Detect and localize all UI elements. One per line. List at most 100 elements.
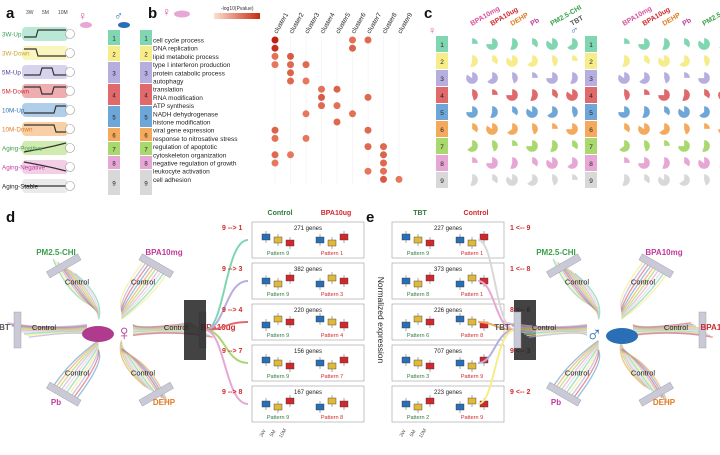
proportion-pie	[697, 71, 711, 85]
stage-label-5m: 5M	[42, 10, 49, 16]
pattern-caption: Pattern 6	[407, 333, 429, 339]
cluster-number: 7	[144, 148, 148, 154]
proportion-pie	[661, 37, 671, 51]
control-label: Control	[664, 323, 689, 332]
transition-label: 9 --> 8	[222, 389, 243, 396]
box	[455, 359, 465, 367]
cluster-number: 4	[440, 93, 444, 100]
proportion-pie	[681, 88, 691, 102]
go-term-label: cytoskeleton organization	[153, 152, 227, 159]
box	[339, 233, 349, 241]
chord-strand	[121, 273, 168, 321]
female-symbol-icon: ♀	[78, 9, 87, 23]
box	[261, 321, 271, 329]
cluster-block	[140, 46, 152, 61]
box	[339, 277, 349, 285]
chord-strand	[552, 339, 599, 387]
enrichment-dot	[287, 52, 294, 60]
cluster-number: 5	[440, 110, 444, 117]
pattern-caption: Pattern 9	[407, 251, 429, 257]
exposure-bar	[513, 311, 522, 349]
proportion-pie	[511, 105, 519, 116]
control-label: Control	[32, 323, 57, 332]
female-symbol-icon-d: ♀	[116, 320, 133, 345]
cluster-block	[108, 128, 120, 141]
cluster-block	[140, 128, 152, 141]
box	[339, 356, 349, 364]
pattern-line	[24, 86, 66, 95]
cluster-number: 2	[112, 53, 116, 59]
proportion-pie	[657, 173, 671, 187]
box	[401, 233, 411, 241]
cluster-block	[436, 155, 448, 171]
enrichment-dot	[333, 85, 341, 93]
cluster-number: 9	[589, 178, 593, 185]
enrichment-dot	[364, 93, 372, 101]
pattern-label: 5M-Up	[2, 70, 21, 77]
proportion-pie	[571, 139, 579, 150]
box	[425, 397, 435, 405]
transition-label: 9 --> 4	[222, 307, 243, 314]
proportion-pie	[637, 122, 651, 136]
chord-strand	[562, 344, 600, 394]
chord-strand	[555, 341, 599, 389]
enrichment-dot	[287, 77, 294, 85]
box	[327, 274, 337, 282]
go-term-label: lipid metabolic process	[153, 54, 220, 61]
proportion-pie	[697, 156, 711, 170]
proportion-pie	[551, 122, 559, 130]
control-label: Control	[65, 277, 90, 286]
proportion-pie	[623, 122, 631, 133]
cluster-block	[436, 36, 448, 52]
proportion-pie	[643, 139, 651, 152]
chord-strand	[564, 266, 600, 316]
proportion-pie	[509, 37, 519, 51]
proportion-pie	[641, 105, 651, 119]
proportion-pie	[511, 139, 519, 147]
exposure-bar	[13, 311, 22, 349]
enrichment-dot	[271, 36, 279, 44]
box	[327, 239, 337, 247]
mouse-icon-female-d	[82, 326, 114, 342]
chord-strand	[121, 268, 161, 317]
pattern-band	[22, 65, 68, 79]
cluster-block	[140, 62, 152, 83]
cluster-number: 1	[440, 42, 444, 49]
proportion-pie	[638, 71, 651, 85]
box	[327, 318, 337, 326]
go-term-label: NADH dehydrogenase	[153, 111, 218, 118]
chord-strand	[120, 266, 158, 316]
box	[413, 280, 423, 288]
exposure-bar	[46, 253, 82, 279]
male-symbol-icon-e: ♂	[586, 322, 603, 347]
proportion-pie	[698, 105, 711, 119]
pattern-line	[23, 142, 67, 153]
gene-count: 271 genes	[294, 226, 322, 232]
proportion-pie	[565, 88, 579, 102]
proportion-pie	[511, 71, 519, 84]
cluster-block	[436, 53, 448, 69]
chord-bundle	[184, 300, 206, 360]
exposure-header: PM2.5-CHI	[702, 4, 720, 27]
exposure-bar	[138, 253, 174, 279]
proportion-pie	[531, 71, 539, 79]
proportion-pie	[663, 139, 671, 147]
proportion-pie	[465, 105, 479, 119]
proportion-pie	[525, 139, 539, 153]
chord-strand	[620, 260, 649, 311]
enrichment-dot	[380, 143, 387, 151]
cluster-block	[436, 70, 448, 86]
pattern-line	[24, 105, 66, 114]
enrichment-dot	[287, 151, 294, 159]
cluster-number: 8	[440, 161, 444, 168]
cluster-number: 2	[440, 59, 444, 66]
go-term-label: negative regulation of growth	[153, 161, 237, 168]
proportion-pie	[531, 37, 539, 48]
chord-strand	[64, 346, 100, 395]
proportion-pie	[643, 88, 651, 96]
cluster-number: 4	[589, 93, 593, 100]
pattern-line	[24, 124, 66, 133]
cluster-number: 8	[112, 162, 116, 168]
chord-strand	[120, 261, 151, 312]
